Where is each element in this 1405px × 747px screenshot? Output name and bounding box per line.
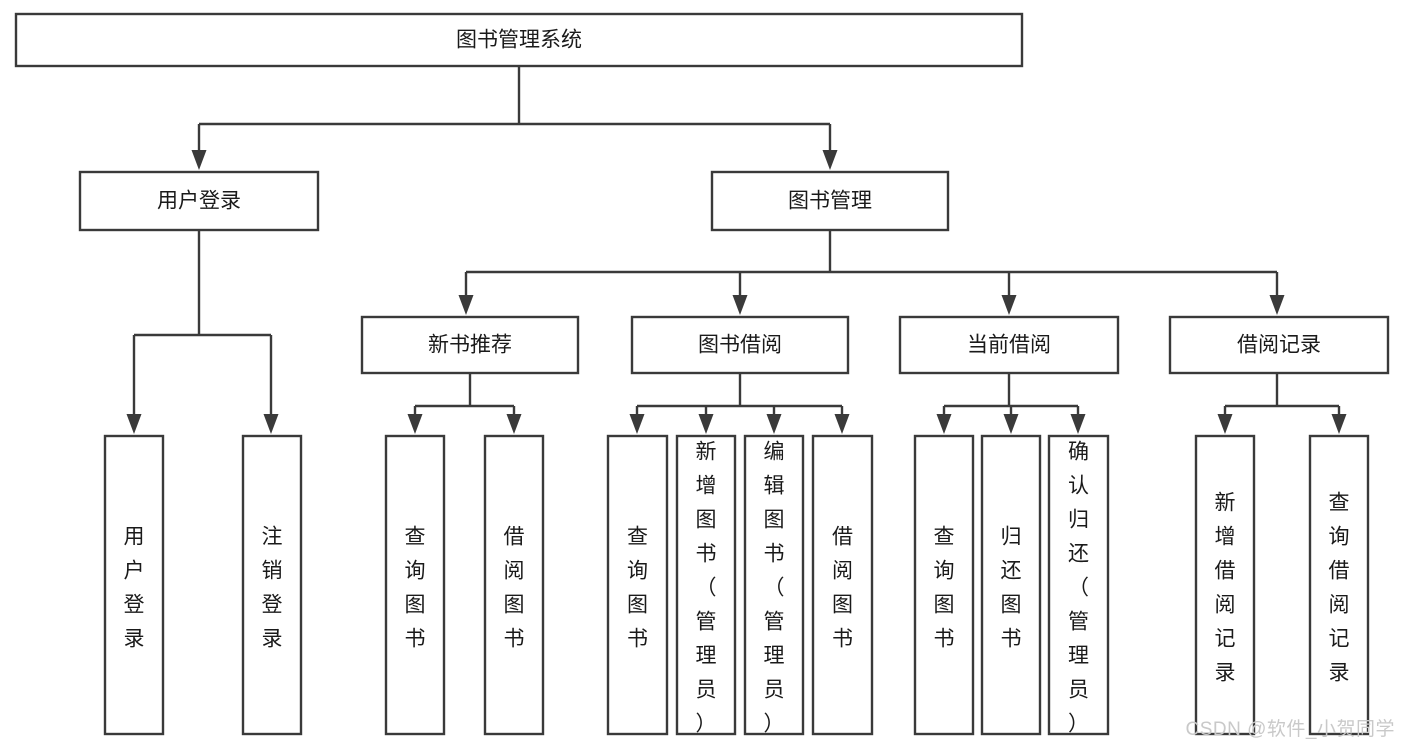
node-current-borrow[interactable]: 当前借阅 xyxy=(898,315,1120,375)
connector-arrowhead xyxy=(698,414,714,434)
node-label-book-manage: 图书管理 xyxy=(788,190,872,213)
node-leaf-user-login[interactable]: 用户登录 xyxy=(103,434,165,736)
connector-arrowhead xyxy=(936,414,952,434)
node-leaf-confirm-return[interactable]: 确认归还（管理员） xyxy=(1047,434,1110,736)
node-leaf-query-book[interactable]: 查询图书 xyxy=(606,434,669,736)
connector-arrowhead xyxy=(1269,295,1285,315)
node-label-leaf-user-login: 用户登录 xyxy=(124,526,145,651)
node-label-leaf-query-record: 查询借阅记录 xyxy=(1329,492,1350,685)
node-box-leaf-query-book[interactable] xyxy=(606,434,669,736)
node-leaf-query-book-cur[interactable]: 查询图书 xyxy=(913,434,975,736)
node-box-leaf-user-login[interactable] xyxy=(103,434,165,736)
node-box-leaf-confirm-return[interactable] xyxy=(1047,434,1110,736)
node-leaf-borrow-book-rec[interactable]: 借阅图书 xyxy=(483,434,545,736)
node-leaf-edit-book[interactable]: 编辑图书（管理员） xyxy=(743,434,805,736)
connector-arrowhead xyxy=(407,414,423,434)
node-user-login[interactable]: 用户登录 xyxy=(78,170,320,232)
node-book-borrow[interactable]: 图书借阅 xyxy=(630,315,850,375)
connector-book-manage-to-level2 xyxy=(458,230,1285,315)
node-box-book-manage[interactable] xyxy=(710,170,950,232)
node-label-leaf-logout: 注销登录 xyxy=(262,526,283,651)
node-box-leaf-query-record[interactable] xyxy=(1308,434,1370,736)
connector-arrowhead xyxy=(1001,295,1017,315)
connector-arrowhead xyxy=(629,414,645,434)
node-box-leaf-query-book-rec[interactable] xyxy=(384,434,446,736)
connector-arrowhead xyxy=(822,150,838,170)
watermark: CSDN @软件_小贺同学 xyxy=(1185,719,1395,740)
connector-arrowhead xyxy=(834,414,850,434)
node-box-current-borrow[interactable] xyxy=(898,315,1120,375)
node-label-leaf-query-book-rec: 查询图书 xyxy=(405,526,426,651)
node-leaf-return-book[interactable]: 归还图书 xyxy=(980,434,1042,736)
node-box-new-book-rec[interactable] xyxy=(360,315,580,375)
node-box-leaf-borrow-book-rec[interactable] xyxy=(483,434,545,736)
node-label-leaf-edit-book: 编辑图书（管理员） xyxy=(764,441,785,736)
node-box-borrow-record[interactable] xyxy=(1168,315,1390,375)
connector-arrowhead xyxy=(458,295,474,315)
node-new-book-rec[interactable]: 新书推荐 xyxy=(360,315,580,375)
connector-arrowhead xyxy=(1217,414,1233,434)
connector-arrowhead xyxy=(506,414,522,434)
node-label-root: 图书管理系统 xyxy=(456,29,582,52)
connector-borrow-record-to-leaves xyxy=(1217,373,1347,434)
connector-arrowhead xyxy=(1003,414,1019,434)
node-label-leaf-confirm-return: 确认归还（管理员） xyxy=(1068,441,1089,736)
node-box-user-login[interactable] xyxy=(78,170,320,232)
node-leaf-borrow-book[interactable]: 借阅图书 xyxy=(811,434,874,736)
node-label-current-borrow: 当前借阅 xyxy=(967,334,1051,357)
node-box-leaf-add-record[interactable] xyxy=(1194,434,1256,736)
connector-root-to-level1 xyxy=(191,66,838,170)
node-book-manage[interactable]: 图书管理 xyxy=(710,170,950,232)
node-label-user-login: 用户登录 xyxy=(157,190,241,213)
node-label-leaf-borrow-book: 借阅图书 xyxy=(832,526,853,651)
node-label-leaf-return-book: 归还图书 xyxy=(1001,526,1022,651)
connector-new-book-rec-to-leaves xyxy=(407,373,522,434)
node-label-book-borrow: 图书借阅 xyxy=(698,334,782,357)
node-leaf-add-record[interactable]: 新增借阅记录 xyxy=(1194,434,1256,736)
connector-arrowhead xyxy=(732,295,748,315)
node-label-leaf-add-book: 新增图书（管理员） xyxy=(696,441,717,736)
connector-arrowhead xyxy=(191,150,207,170)
connector-layer xyxy=(126,66,1347,434)
node-root[interactable]: 图书管理系统 xyxy=(14,12,1024,68)
connector-user-login-to-leaves xyxy=(126,230,279,434)
node-leaf-add-book[interactable]: 新增图书（管理员） xyxy=(675,434,737,736)
connector-arrowhead xyxy=(766,414,782,434)
node-box-leaf-borrow-book[interactable] xyxy=(811,434,874,736)
node-box-leaf-add-book[interactable] xyxy=(675,434,737,736)
node-box-leaf-logout[interactable] xyxy=(241,434,303,736)
connector-book-borrow-to-leaves xyxy=(629,373,850,434)
connector-arrowhead xyxy=(1331,414,1347,434)
node-box-leaf-return-book[interactable] xyxy=(980,434,1042,736)
node-box-leaf-query-book-cur[interactable] xyxy=(913,434,975,736)
connector-arrowhead xyxy=(1070,414,1086,434)
node-label-borrow-record: 借阅记录 xyxy=(1237,334,1321,357)
node-box-leaf-edit-book[interactable] xyxy=(743,434,805,736)
node-layer: 图书管理系统用户登录图书管理新书推荐图书借阅当前借阅借阅记录用户登录注销登录查询… xyxy=(14,12,1390,736)
node-box-root[interactable] xyxy=(14,12,1024,68)
node-leaf-logout[interactable]: 注销登录 xyxy=(241,434,303,736)
node-label-leaf-add-record: 新增借阅记录 xyxy=(1215,492,1236,685)
node-box-book-borrow[interactable] xyxy=(630,315,850,375)
node-borrow-record[interactable]: 借阅记录 xyxy=(1168,315,1390,375)
node-label-leaf-borrow-book-rec: 借阅图书 xyxy=(504,526,525,651)
connector-arrowhead xyxy=(126,414,142,434)
node-leaf-query-book-rec[interactable]: 查询图书 xyxy=(384,434,446,736)
connector-current-borrow-to-leaves xyxy=(936,373,1086,434)
connector-arrowhead xyxy=(263,414,279,434)
node-label-leaf-query-book: 查询图书 xyxy=(627,526,648,651)
node-label-new-book-rec: 新书推荐 xyxy=(428,334,512,357)
node-leaf-query-record[interactable]: 查询借阅记录 xyxy=(1308,434,1370,736)
node-label-leaf-query-book-cur: 查询图书 xyxy=(934,526,955,651)
